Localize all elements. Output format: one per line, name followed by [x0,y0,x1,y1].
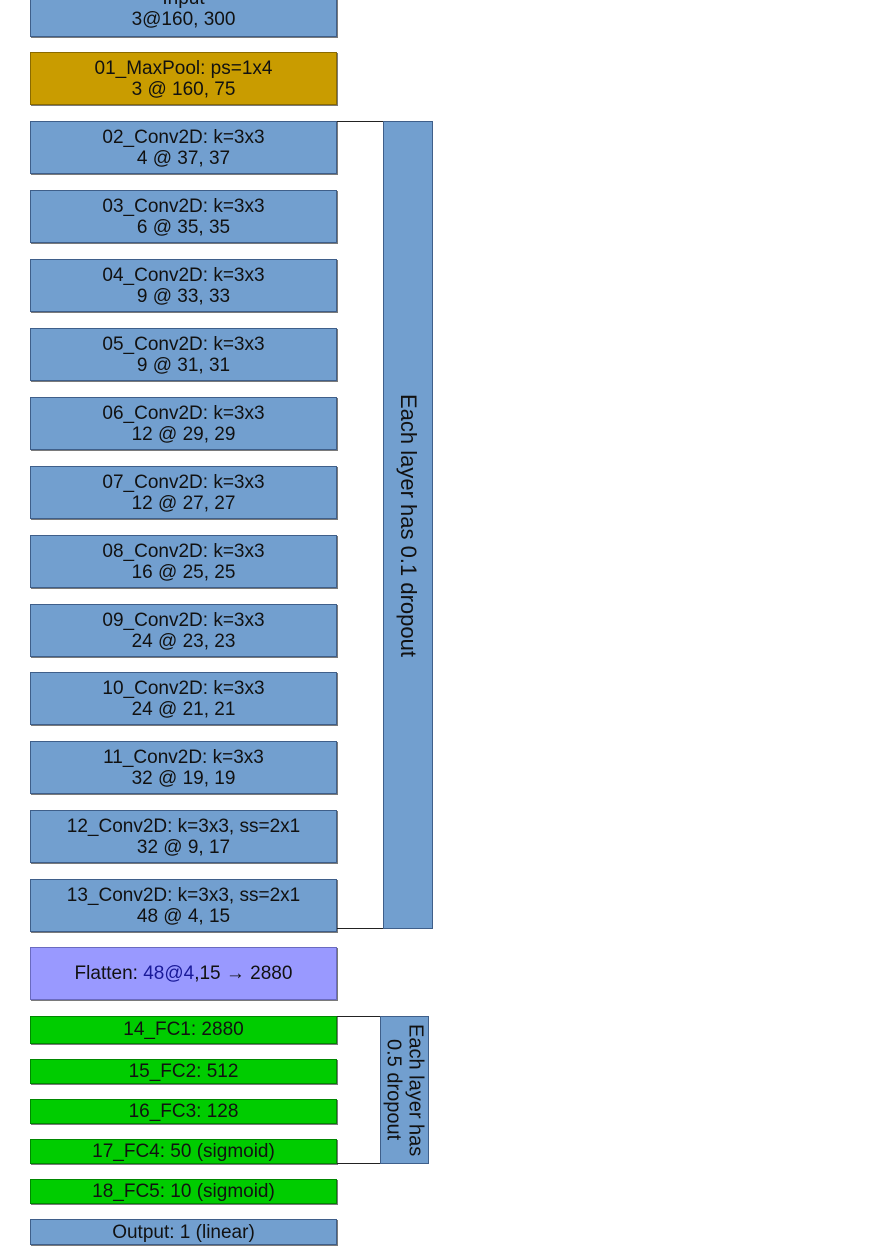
layer-shape: 24 @ 23, 23 [131,630,236,652]
conv-dropout-bracket [337,121,383,929]
maxpool-layer-box: 01_MaxPool: ps=1x4 3 @ 160, 75 [30,52,337,105]
layer-name: 04_Conv2D: k=3x3 [102,264,265,286]
conv-layer-box: 06_Conv2D: k=3x3 12 @ 29, 29 [30,397,337,450]
fc-dropout-note-line1: Each layer has [404,1023,427,1157]
layer-shape: 4 @ 37, 37 [136,147,231,169]
layer-shape: 24 @ 21, 21 [131,698,236,720]
conv-dropout-note-box: Each layer has 0.1 dropout [383,121,433,929]
output-layer-box: Output: 1 (linear) [30,1219,337,1245]
conv-dropout-note: Each layer has 0.1 dropout [396,393,421,657]
fc-layer-label: 14_FC1: 2880 [123,1019,244,1040]
layer-name: 09_Conv2D: k=3x3 [102,609,265,631]
flatten-highlight: 48@4 [143,963,195,984]
conv-layer-box: 11_Conv2D: k=3x3 32 @ 19, 19 [30,741,337,794]
conv-layer-box: 08_Conv2D: k=3x3 16 @ 25, 25 [30,535,337,588]
layer-shape: 6 @ 35, 35 [136,216,231,238]
fc-dropout-bracket [337,1016,380,1164]
output-label: Output: 1 (linear) [112,1221,255,1243]
flatten-prefix: Flatten: [74,963,144,984]
layer-shape: 48 @ 4, 15 [136,905,231,927]
layer-shape: 12 @ 27, 27 [131,492,236,514]
layer-name: 03_Conv2D: k=3x3 [102,195,265,217]
flatten-label: Flatten: 48@4,15 → 2880 [75,963,293,984]
layer-name: 10_Conv2D: k=3x3 [102,677,265,699]
layer-name: 06_Conv2D: k=3x3 [102,402,265,424]
layer-name: 01_MaxPool: ps=1x4 [94,57,273,79]
layer-name: 08_Conv2D: k=3x3 [102,540,265,562]
layer-shape: 9 @ 33, 33 [136,285,231,307]
layer-name: 13_Conv2D: k=3x3, ss=2x1 [66,884,301,906]
conv-layer-box: 04_Conv2D: k=3x3 9 @ 33, 33 [30,259,337,312]
layer-name: 02_Conv2D: k=3x3 [102,126,265,148]
fc-layer-label: 16_FC3: 128 [128,1100,239,1122]
fc-layer-box: 18_FC5: 10 (sigmoid) [30,1179,337,1204]
fc-layer-box: 17_FC4: 50 (sigmoid) [30,1139,337,1164]
fc-layer-label: 15_FC2: 512 [128,1060,239,1082]
fc-layer-box: 16_FC3: 128 [30,1099,337,1124]
conv-layer-box: 09_Conv2D: k=3x3 24 @ 23, 23 [30,604,337,657]
fc-layer-label: 18_FC5: 10 (sigmoid) [92,1180,275,1202]
input-layer-box: Input 3@160, 300 [30,0,337,37]
fc-layer-box: 14_FC1: 2880 [30,1016,337,1044]
layer-name: 07_Conv2D: k=3x3 [102,471,265,493]
layer-name: 05_Conv2D: k=3x3 [102,333,265,355]
layer-shape: 32 @ 19, 19 [131,767,236,789]
layer-name: 11_Conv2D: k=3x3 [103,746,264,768]
conv-layer-box: 13_Conv2D: k=3x3, ss=2x1 48 @ 4, 15 [30,879,337,932]
layer-shape: 3@160, 300 [131,8,236,30]
flatten-layer-box: Flatten: 48@4,15 → 2880 [30,947,337,1000]
conv-layer-box: 07_Conv2D: k=3x3 12 @ 27, 27 [30,466,337,519]
layer-shape: 16 @ 25, 25 [131,561,236,583]
fc-layer-box: 15_FC2: 512 [30,1059,337,1084]
layer-shape: 3 @ 160, 75 [131,78,236,100]
layer-name: 12_Conv2D: k=3x3, ss=2x1 [66,815,301,837]
flatten-suffix: ,15 → 2880 [194,963,293,984]
conv-layer-box: 12_Conv2D: k=3x3, ss=2x1 32 @ 9, 17 [30,810,337,863]
layer-shape: 32 @ 9, 17 [136,836,231,858]
fc-layer-label: 17_FC4: 50 (sigmoid) [92,1140,275,1162]
layer-shape: 9 @ 31, 31 [136,354,231,376]
conv-layer-box: 03_Conv2D: k=3x3 6 @ 35, 35 [30,190,337,243]
fc-dropout-note-line2: 0.5 dropout [382,1039,405,1141]
conv-layer-box: 05_Conv2D: k=3x3 9 @ 31, 31 [30,328,337,381]
layer-shape: 12 @ 29, 29 [131,423,236,445]
layer-name: Input [162,0,204,9]
conv-layer-box: 10_Conv2D: k=3x3 24 @ 21, 21 [30,672,337,725]
conv-layer-box: 02_Conv2D: k=3x3 4 @ 37, 37 [30,121,337,174]
